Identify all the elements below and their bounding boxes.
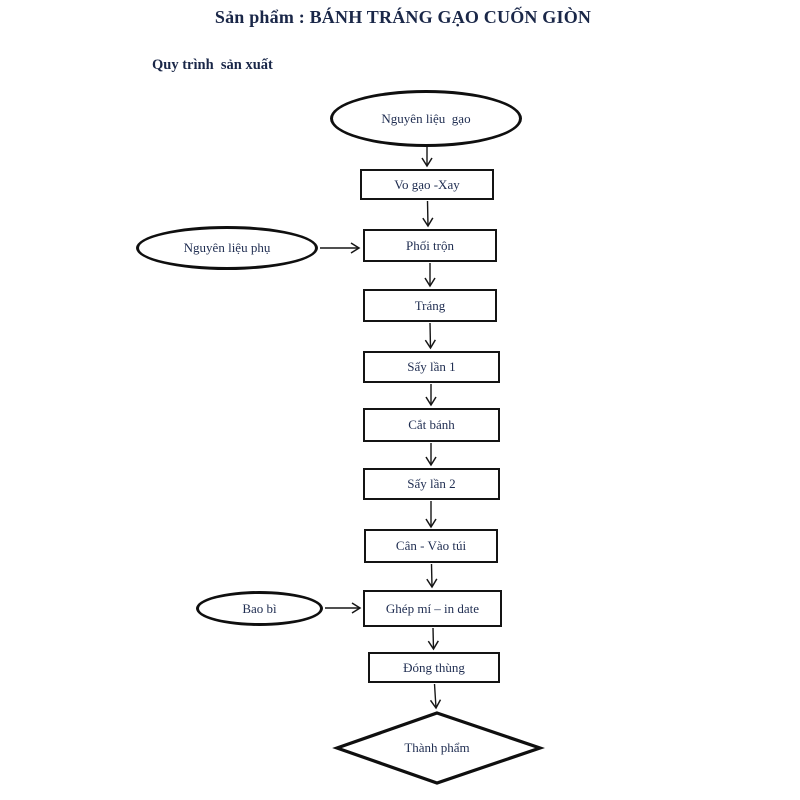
node-label: Nguyên liệu phụ: [183, 240, 271, 255]
node-thanh-pham-label: Thành phẩm: [347, 716, 527, 780]
node-nguyen-lieu-gao: Nguyên liệu gạo: [330, 90, 522, 147]
node-nguyen-lieu-phu: Nguyên liệu phụ: [136, 226, 318, 270]
node-label: Cân - Vào túi: [395, 538, 467, 553]
node-cat-banh: Cắt bánh: [363, 408, 500, 442]
arrow-trang-to-say1: [424, 322, 436, 350]
node-label: Cắt bánh: [408, 417, 455, 432]
arrow-dongthung-to-thanhpham: [429, 683, 442, 710]
node-phoi-tron: Phối trộn: [363, 229, 497, 262]
node-label: Đóng thùng: [403, 659, 465, 675]
node-label: Sấy lần 2: [407, 476, 456, 491]
node-dong-thung: Đóng thùng: [368, 652, 500, 683]
node-label: Vo gạo -Xay: [394, 176, 460, 192]
node-bao-bi: Bao bì: [196, 591, 323, 626]
node-can-vao-tui: Cân - Vào túi: [364, 529, 498, 563]
node-label: Tráng: [414, 297, 446, 313]
node-say-lan-1: Sấy lần 1: [363, 351, 500, 383]
page-title: Sản phẩm : BÁNH TRÁNG GẠO CUỐN GIÒN: [214, 7, 592, 27]
node-label: Bao bì: [242, 600, 277, 616]
node-vo-gao-xay: Vo gạo -Xay: [360, 169, 494, 200]
node-label: Phối trộn: [405, 237, 455, 253]
node-label: Sấy lần 1: [407, 359, 456, 374]
node-label: Thành phẩm: [404, 740, 470, 755]
section-heading: Quy trình sản xuất: [152, 57, 273, 73]
node-trang: Tráng: [363, 289, 497, 322]
node-say-lan-2: Sấy lần 2: [363, 468, 500, 500]
arrow-vogao-to-phoitron: [422, 200, 434, 228]
node-thanh-pham-diamond: [332, 711, 545, 785]
node-label: Ghép mí – in date: [385, 600, 480, 616]
node-label: Nguyên liệu gạo: [381, 110, 471, 126]
arrow-can-to-ghepmi: [426, 563, 438, 589]
arrow-ghepmi-to-dongthung: [427, 627, 439, 651]
node-ghep-mi-in-date: Ghép mí – in date: [363, 590, 502, 627]
